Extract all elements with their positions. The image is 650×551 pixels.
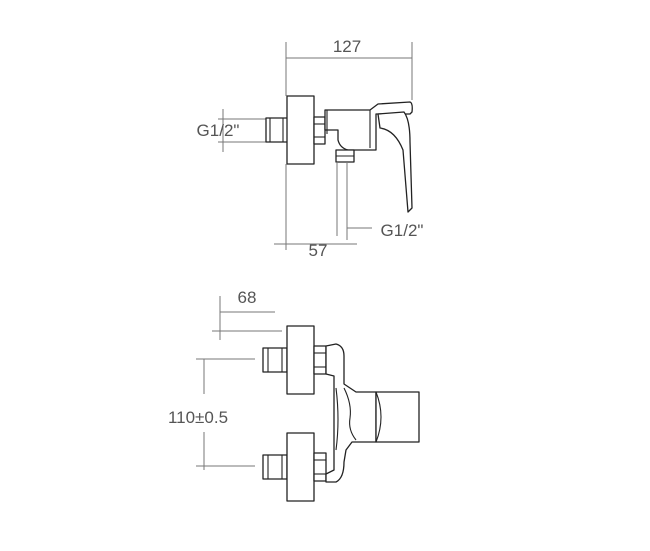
mixer-body-front xyxy=(325,343,377,483)
front-view: 68 110±0.5 xyxy=(168,288,420,502)
top-view: 127 G1/2" xyxy=(197,37,424,260)
lower-inlet xyxy=(262,432,327,502)
lever-handle xyxy=(377,111,413,213)
dimension-68-label: 68 xyxy=(238,288,257,307)
upper-nut xyxy=(313,345,327,375)
hex-nut xyxy=(313,116,326,145)
dimension-57-label: 57 xyxy=(309,241,328,260)
dimension-127: 127 xyxy=(285,37,413,100)
thread-bottom-label: G1/2" xyxy=(381,221,424,240)
cartridge-housing xyxy=(375,391,420,443)
inlet-pipe xyxy=(265,117,289,143)
lower-nut xyxy=(313,452,327,482)
dimension-thread-left: G1/2" xyxy=(197,109,267,152)
lower-flange xyxy=(286,432,315,502)
dimension-68: 68 xyxy=(212,288,282,340)
outlet-pipe xyxy=(335,149,355,163)
dimension-57: 57 xyxy=(274,164,357,260)
dimension-thread-bottom: G1/2" xyxy=(336,162,424,240)
thread-left-label: G1/2" xyxy=(197,121,240,140)
wall-flange xyxy=(286,95,315,165)
dimension-110-label: 110±0.5 xyxy=(168,408,228,427)
dimension-110: 110±0.5 xyxy=(168,358,255,470)
upper-inlet xyxy=(262,325,327,395)
dimension-127-label: 127 xyxy=(333,37,361,56)
upper-flange xyxy=(286,325,315,395)
